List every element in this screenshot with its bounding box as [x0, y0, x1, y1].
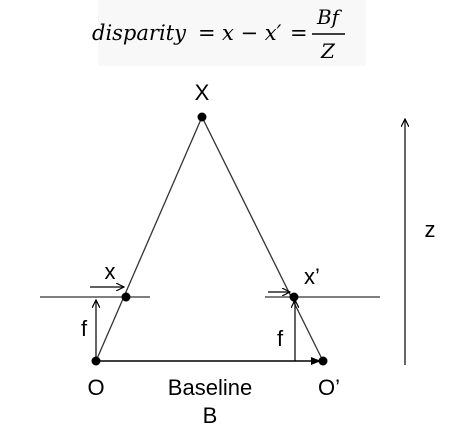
right-camera-label: O’ [318, 375, 340, 400]
right-camera-dot [318, 356, 328, 366]
left-image-point-dot [121, 292, 131, 302]
left-camera-label: O [87, 375, 104, 400]
formula-equals-2: = [290, 21, 308, 45]
scene-point-label: X [195, 80, 210, 105]
right-ray [201, 116, 324, 362]
scene-point-dot [197, 112, 207, 122]
disparity-formula: disparity = x − x′ = Bf Z [92, 5, 345, 63]
left-ray [95, 116, 203, 362]
left-camera-dot [91, 356, 101, 366]
right-image-point-dot [289, 292, 299, 302]
formula-difference: x − x′ [222, 21, 282, 45]
depth-label: z [425, 217, 436, 242]
left-image-point-label: x [105, 259, 116, 284]
baseline-label: Baseline [168, 375, 252, 400]
formula-background [98, 0, 366, 66]
baseline-symbol-label: B [203, 403, 218, 428]
formula-equals-1: = [198, 21, 216, 45]
left-focal-label: f [81, 316, 88, 341]
right-image-point-label: x’ [304, 264, 320, 289]
right-focal-label: f [277, 326, 284, 351]
formula-numerator: Bf [316, 5, 343, 29]
formula-denominator: Z [320, 39, 336, 63]
formula-lhs: disparity [92, 21, 187, 45]
